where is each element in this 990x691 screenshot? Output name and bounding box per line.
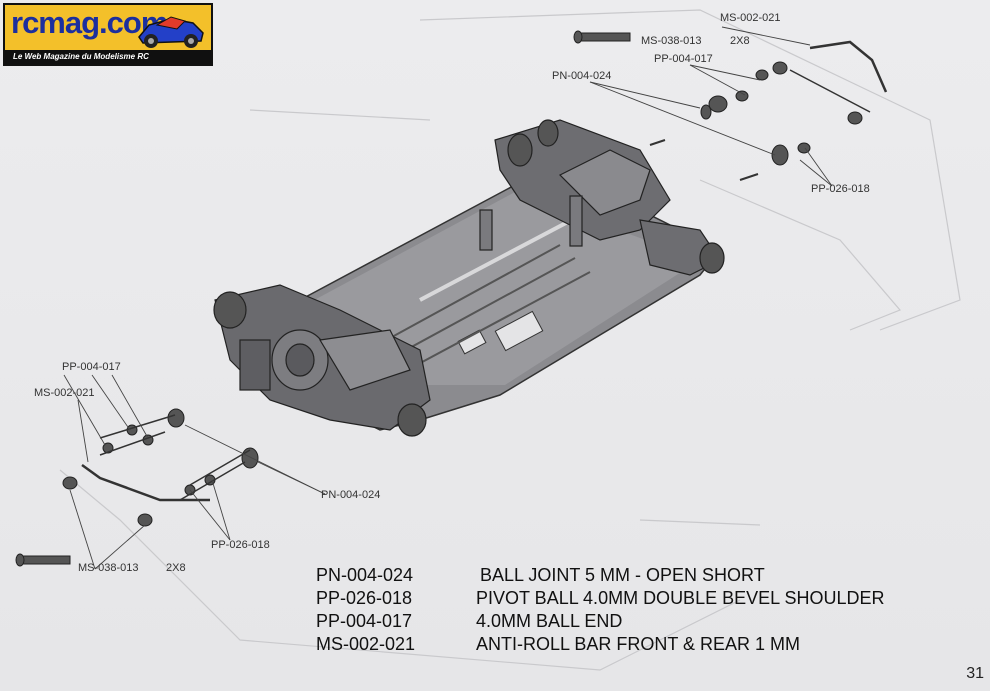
bottom-anti-roll-bar-group bbox=[15, 408, 259, 567]
label-top-pn-004-024: PN-004-024 bbox=[552, 70, 612, 82]
label-left-ms-002-021: MS-002-021 bbox=[34, 387, 95, 399]
logo-tagline: Le Web Magazine du Modelisme RC bbox=[5, 50, 211, 64]
label-top-2x8: 2X8 bbox=[730, 35, 750, 47]
legend-part-code: PN-004-024 bbox=[316, 565, 414, 585]
legend-part-description: BALL JOINT 5 MM - OPEN SHORT bbox=[480, 565, 765, 585]
label-left-2x8: 2X8 bbox=[166, 562, 186, 574]
rc-car-logo-icon bbox=[138, 16, 204, 48]
legend-part-description: PIVOT BALL 4.0MM DOUBLE BEVEL SHOULDER bbox=[476, 588, 885, 608]
label-left-ms-038-013: MS-038-013 bbox=[78, 562, 139, 574]
bleed-through-ghost bbox=[59, 9, 961, 671]
label-left-pn-004-024: PN-004-024 bbox=[321, 489, 381, 501]
front-bulkhead-assembly bbox=[479, 119, 725, 276]
label-left-pp-004-017: PP-004-017 bbox=[62, 361, 121, 373]
top-screw bbox=[579, 32, 631, 42]
legend-part-code: MS-002-021 bbox=[316, 634, 416, 654]
site-logo[interactable]: rcmag.com Le Web Magazine du Modelisme R… bbox=[3, 3, 213, 66]
page-number: 31 bbox=[966, 665, 984, 682]
legend-part-code: PP-026-018 bbox=[316, 588, 413, 608]
label-top-pp-004-017: PP-004-017 bbox=[654, 53, 713, 65]
legend-part-description: 4.0MM BALL END bbox=[476, 611, 623, 631]
leader-lines bbox=[63, 26, 833, 570]
rear-bulkhead-assembly bbox=[213, 284, 431, 437]
legend-part-code: PP-004-017 bbox=[316, 611, 413, 631]
label-top-pp-026-018: PP-026-018 bbox=[811, 183, 870, 195]
label-top-ms-002-021: MS-002-021 bbox=[720, 12, 781, 24]
legend-part-description: ANTI-ROLL BAR FRONT & REAR 1 MM bbox=[476, 634, 801, 654]
label-left-pp-026-018: PP-026-018 bbox=[211, 539, 270, 551]
bottom-screw bbox=[21, 555, 71, 565]
label-top-ms-038-013: MS-038-013 bbox=[641, 35, 702, 47]
